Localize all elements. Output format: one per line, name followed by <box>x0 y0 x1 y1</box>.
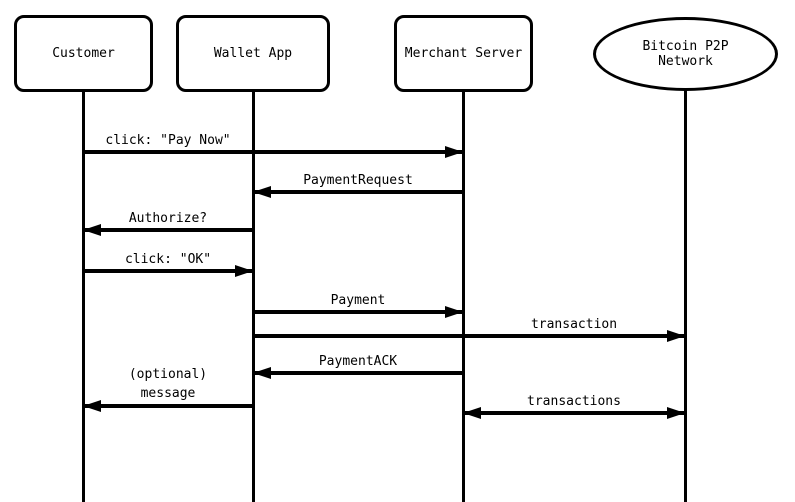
participant-merchant-server-label: Merchant Server <box>404 46 523 61</box>
message-arrow-click-ok <box>83 269 253 273</box>
lifeline-customer <box>82 90 85 502</box>
lifeline-merchant-server <box>462 90 465 502</box>
arrowhead-right <box>235 265 253 277</box>
arrowhead-left <box>253 367 271 379</box>
message-arrow-transactions <box>463 411 685 415</box>
participant-wallet-app: Wallet App <box>176 15 330 92</box>
message-label-paymentrequest: PaymentRequest <box>303 173 413 188</box>
message-label-click-ok: click: "OK" <box>124 252 212 267</box>
arrowhead-right <box>667 407 685 419</box>
message-arrow-optional-message <box>83 404 253 408</box>
arrowhead-left <box>253 186 271 198</box>
message-arrow-authorize <box>83 228 253 232</box>
message-label-payment: Payment <box>330 293 386 308</box>
message-arrow-payment <box>253 310 463 314</box>
participant-customer-label: Customer <box>52 46 115 61</box>
arrowhead-left <box>83 400 101 412</box>
arrowhead-right <box>445 146 463 158</box>
arrowhead-left <box>463 407 481 419</box>
message-arrow-paymentrequest <box>253 190 463 194</box>
message-arrow-transaction <box>253 334 685 338</box>
participant-merchant-server: Merchant Server <box>394 15 533 92</box>
message-label-paymentack: PaymentACK <box>318 354 398 369</box>
participant-bitcoin-p2p-network-label: Bitcoin P2P Network <box>642 39 729 69</box>
message-label-authorize: Authorize? <box>128 211 208 226</box>
message-arrow-paymentack <box>253 371 463 375</box>
arrowhead-left <box>83 224 101 236</box>
message-label-transactions: transactions <box>527 394 621 409</box>
lifeline-bitcoin-p2p-network <box>684 88 687 502</box>
message-label-click-pay-now: click: "Pay Now" <box>105 133 231 148</box>
message-arrow-click-pay-now <box>83 150 463 154</box>
lifeline-wallet-app <box>252 90 255 502</box>
participant-customer: Customer <box>14 15 153 92</box>
participant-wallet-app-label: Wallet App <box>213 46 293 61</box>
arrowhead-right <box>667 330 685 342</box>
participant-bitcoin-p2p-network: Bitcoin P2P Network <box>593 17 778 91</box>
message-label-optional-message: (optional) message <box>128 367 208 401</box>
arrowhead-right <box>445 306 463 318</box>
message-label-transaction: transaction <box>530 317 618 332</box>
